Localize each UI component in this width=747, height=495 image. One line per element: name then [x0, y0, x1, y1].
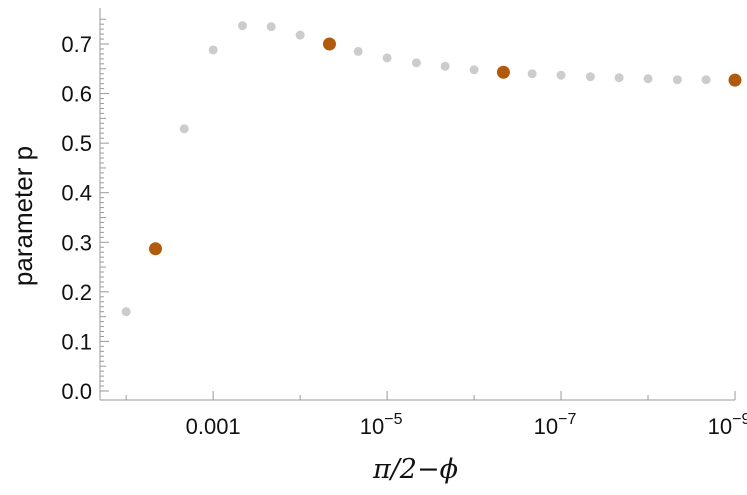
data-point: [527, 69, 537, 79]
data-point: [614, 73, 624, 83]
y-tick-label: 0.6: [61, 82, 92, 107]
data-point: [353, 46, 363, 56]
highlighted-data-point: [728, 73, 742, 87]
highlighted-data-point: [149, 242, 163, 256]
y-tick-label: 0.7: [61, 32, 92, 57]
data-point: [208, 45, 218, 55]
data-point: [643, 74, 653, 84]
y-tick-label: 0.1: [61, 329, 92, 354]
data-point: [179, 124, 189, 134]
data-point: [121, 307, 131, 317]
highlighted-data-point: [496, 65, 510, 79]
x-tick-label: 0.001: [186, 414, 241, 439]
x-tick-label: 10−7: [534, 411, 577, 439]
data-point: [266, 22, 276, 32]
data-point: [382, 53, 392, 63]
x-axis-title: π/2−ϕ: [372, 454, 458, 485]
data-point: [556, 70, 566, 80]
x-tick-label: 10−5: [360, 411, 403, 439]
y-tick-label: 0.5: [61, 131, 92, 156]
data-point: [237, 21, 247, 31]
data-point: [672, 75, 682, 85]
highlighted-data-point: [322, 37, 336, 51]
y-tick-label: 0.4: [61, 181, 92, 206]
y-tick-label: 0.2: [61, 280, 92, 305]
data-point: [585, 72, 595, 82]
y-tick-label: 0.0: [61, 379, 92, 404]
x-tick-label: 10−9: [708, 411, 747, 439]
data-point: [701, 75, 711, 85]
y-axis-title: parameter p: [8, 146, 38, 286]
data-point: [440, 61, 450, 71]
y-tick-label: 0.3: [61, 230, 92, 255]
data-point: [469, 65, 479, 75]
data-point: [295, 30, 305, 40]
data-point: [411, 58, 421, 68]
